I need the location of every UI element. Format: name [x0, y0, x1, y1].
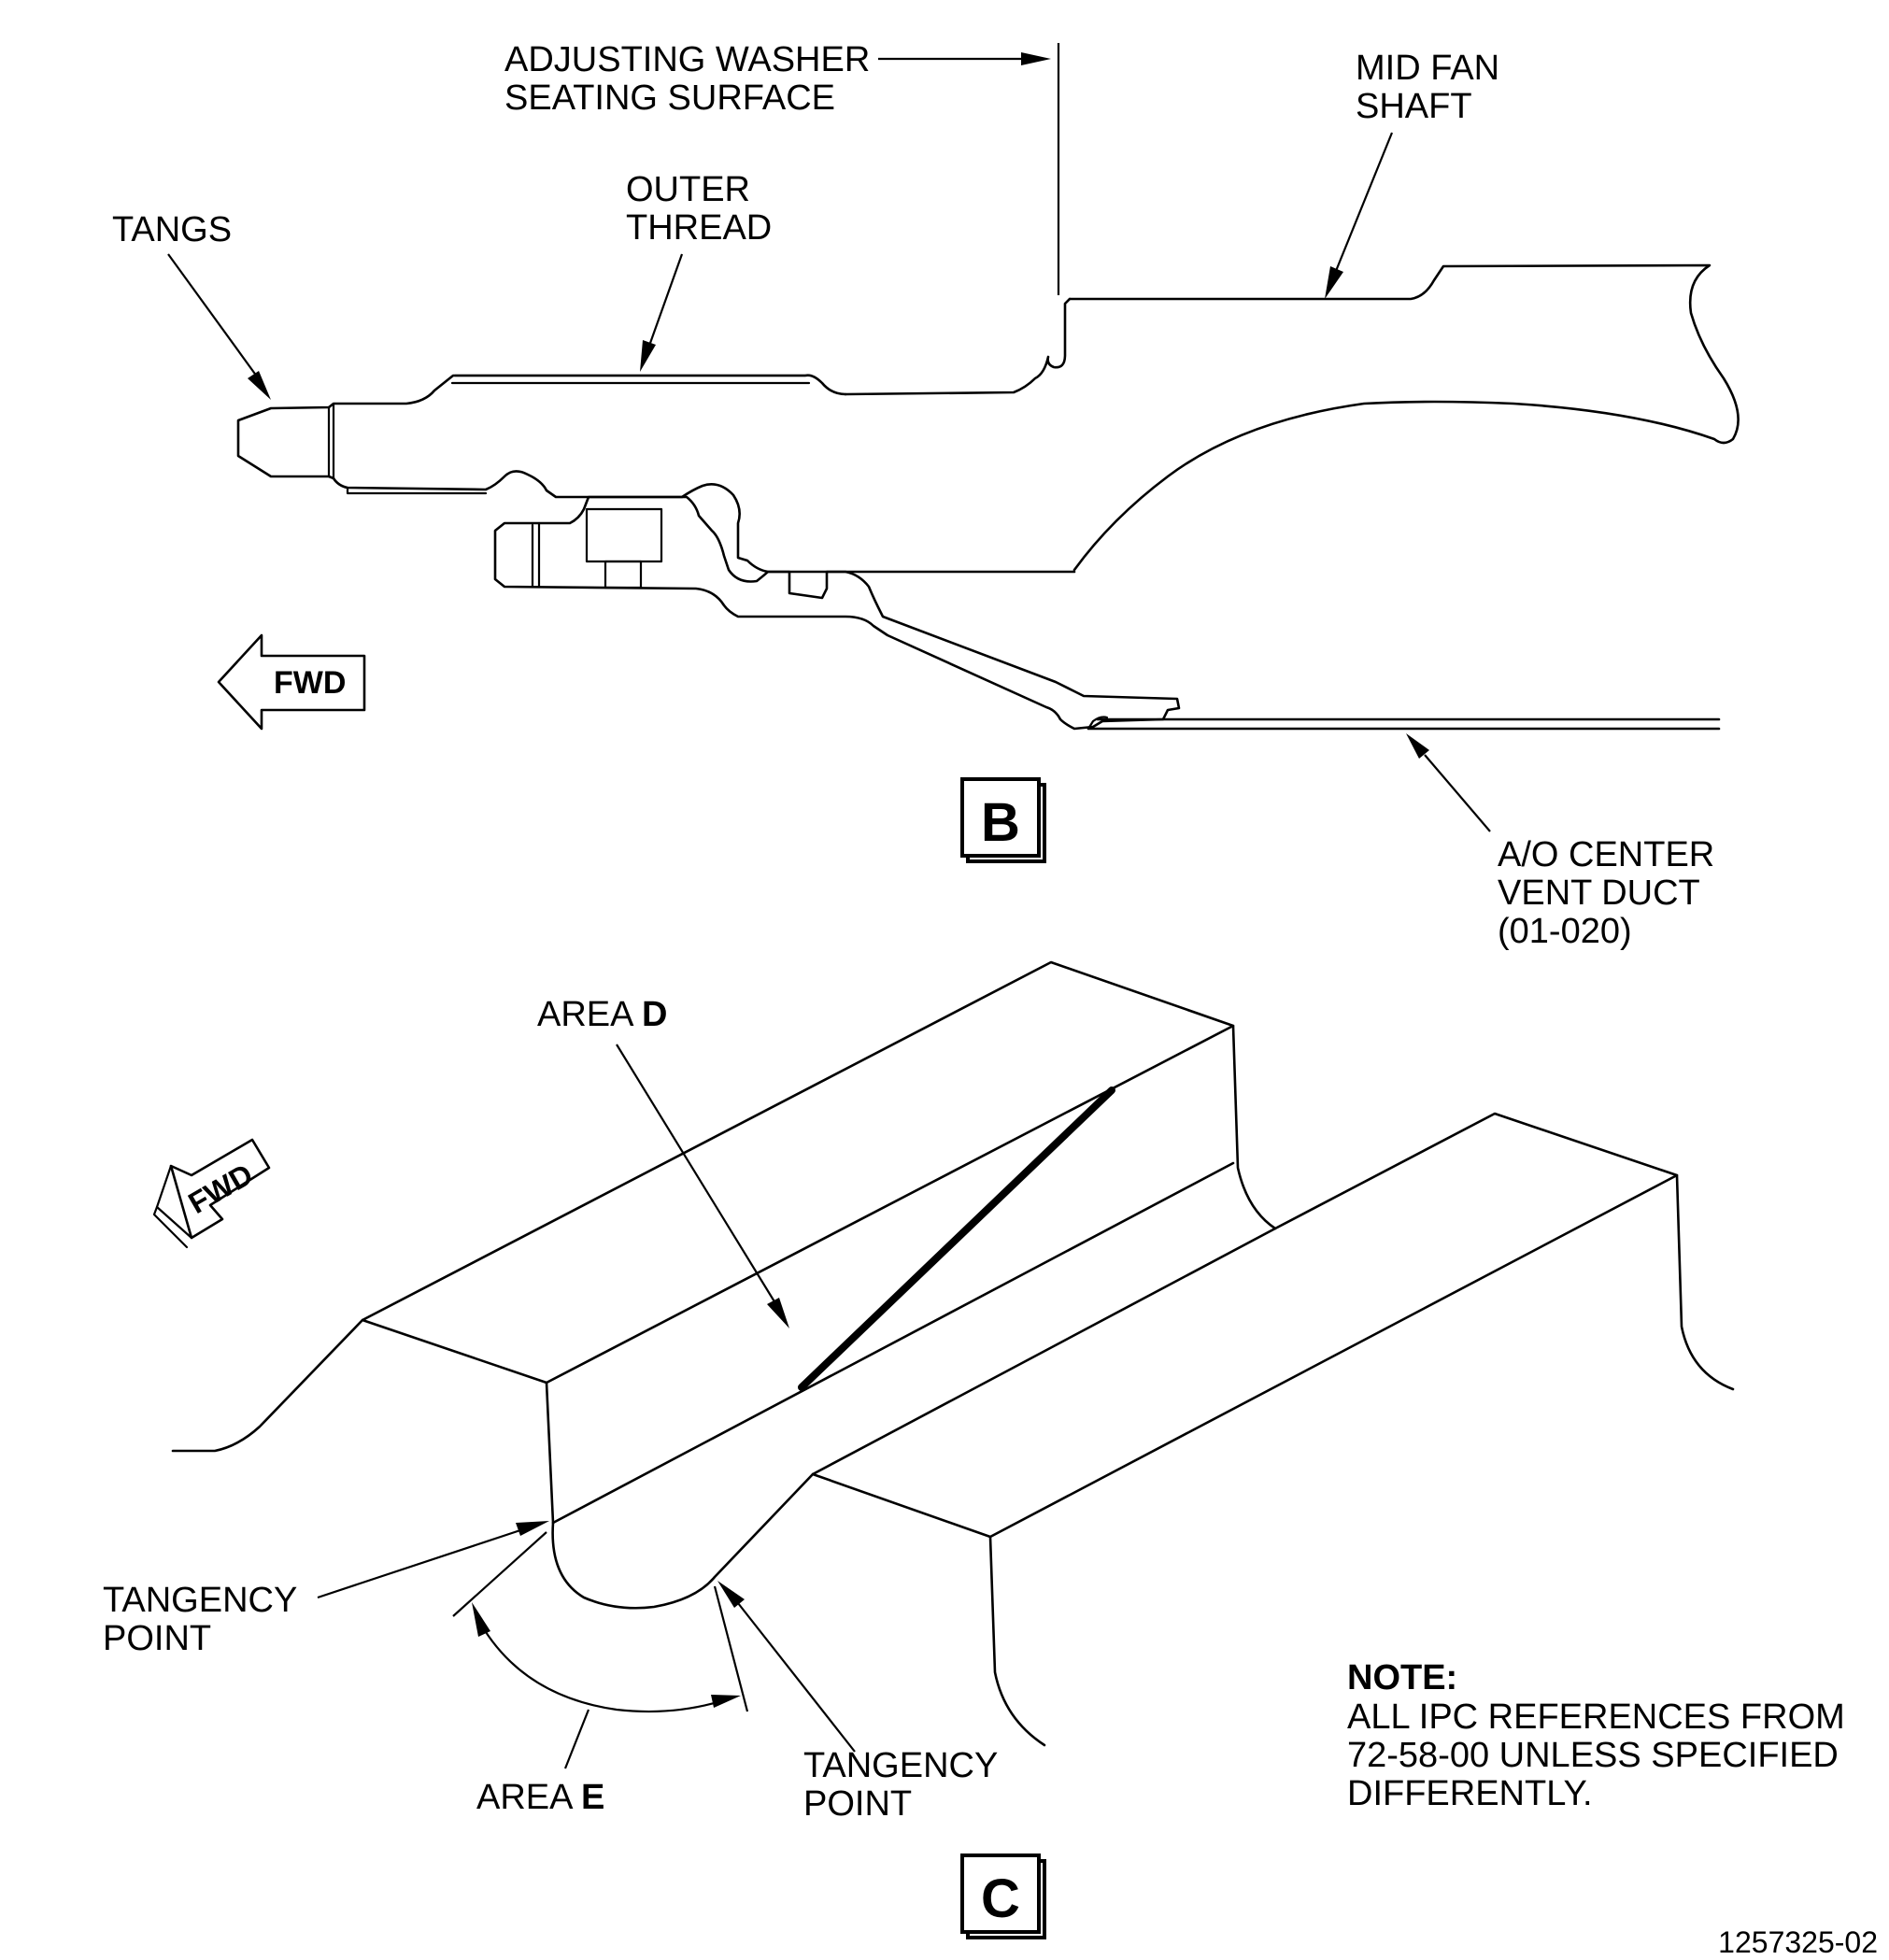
callout-adjusting-washer: ADJUSTING WASHER SEATING SURFACE — [504, 40, 1060, 295]
svg-text:SHAFT: SHAFT — [1356, 87, 1472, 126]
callout-tangs: TANGS — [112, 210, 271, 400]
nut-upper-outline — [236, 374, 1076, 574]
svg-text:TANGENCY: TANGENCY — [803, 1746, 998, 1785]
svg-text:MID FAN: MID FAN — [1356, 49, 1499, 88]
svg-text:TANGS: TANGS — [112, 210, 232, 249]
svg-text:C: C — [981, 1868, 1020, 1929]
washer-seat-step — [844, 297, 1072, 396]
svg-text:POINT: POINT — [803, 1784, 912, 1824]
svg-text:SEATING SURFACE: SEATING SURFACE — [504, 78, 835, 118]
callout-area-d: AREA D — [537, 995, 789, 1328]
svg-text:AREA E: AREA E — [476, 1778, 604, 1817]
vent-duct-outline — [1087, 717, 1721, 731]
fwd-arrow-view-b: FWD — [217, 633, 366, 731]
svg-text:TANGENCY: TANGENCY — [103, 1581, 297, 1620]
note-title: NOTE: — [1347, 1658, 1457, 1697]
groove-bottom-edge — [551, 1161, 1235, 1525]
note-line-2: 72-58-00 UNLESS SPECIFIED — [1347, 1736, 1839, 1775]
fwd-label-b: FWD — [274, 665, 346, 701]
callout-tangency-left: TANGENCY POINT — [103, 1521, 549, 1658]
root-radius-arc — [551, 1472, 815, 1610]
lock-body-outline — [493, 495, 1181, 731]
fwd-label-c: FWD — [183, 1157, 259, 1220]
note-line-1: ALL IPC REFERENCES FROM — [1347, 1697, 1845, 1737]
mid-fan-shaft-outline — [1068, 263, 1740, 572]
view-b-section: FWD ADJUSTING WASHER SEATING SURFACE MID… — [112, 40, 1740, 951]
svg-text:THREAD: THREAD — [626, 208, 772, 248]
callout-vent-duct: A/O CENTER VENT DUCT (01-020) — [1406, 733, 1714, 951]
view-label-b: B — [960, 777, 1046, 863]
note-line-3: DIFFERENTLY. — [1347, 1774, 1593, 1813]
tooth-right-outline — [811, 1112, 1679, 1539]
callout-tangency-right: TANGENCY POINT — [717, 1581, 998, 1824]
callout-outer-thread: OUTER THREAD — [626, 170, 772, 372]
lock-window — [585, 507, 663, 563]
fwd-arrow-view-c: FWD — [152, 1138, 271, 1249]
svg-text:B: B — [981, 792, 1020, 853]
svg-text:VENT DUCT: VENT DUCT — [1498, 873, 1700, 913]
svg-text:(01-020): (01-020) — [1498, 912, 1632, 951]
svg-text:POINT: POINT — [103, 1619, 211, 1658]
svg-text:ADJUSTING WASHER: ADJUSTING WASHER — [504, 40, 870, 79]
view-label-c: C — [960, 1853, 1046, 1939]
svg-text:OUTER: OUTER — [626, 170, 750, 209]
note-block: NOTE: ALL IPC REFERENCES FROM 72-58-00 U… — [1347, 1658, 1845, 1813]
figure-number: 1257325-02 — [1718, 1925, 1878, 1959]
area-e-dimension: AREA E — [452, 1531, 749, 1817]
callout-mid-fan-shaft: MID FAN SHAFT — [1325, 49, 1499, 299]
svg-text:A/O CENTER: A/O CENTER — [1498, 835, 1714, 874]
area-d-highlight — [798, 1087, 1115, 1391]
svg-text:AREA D: AREA D — [537, 995, 667, 1034]
